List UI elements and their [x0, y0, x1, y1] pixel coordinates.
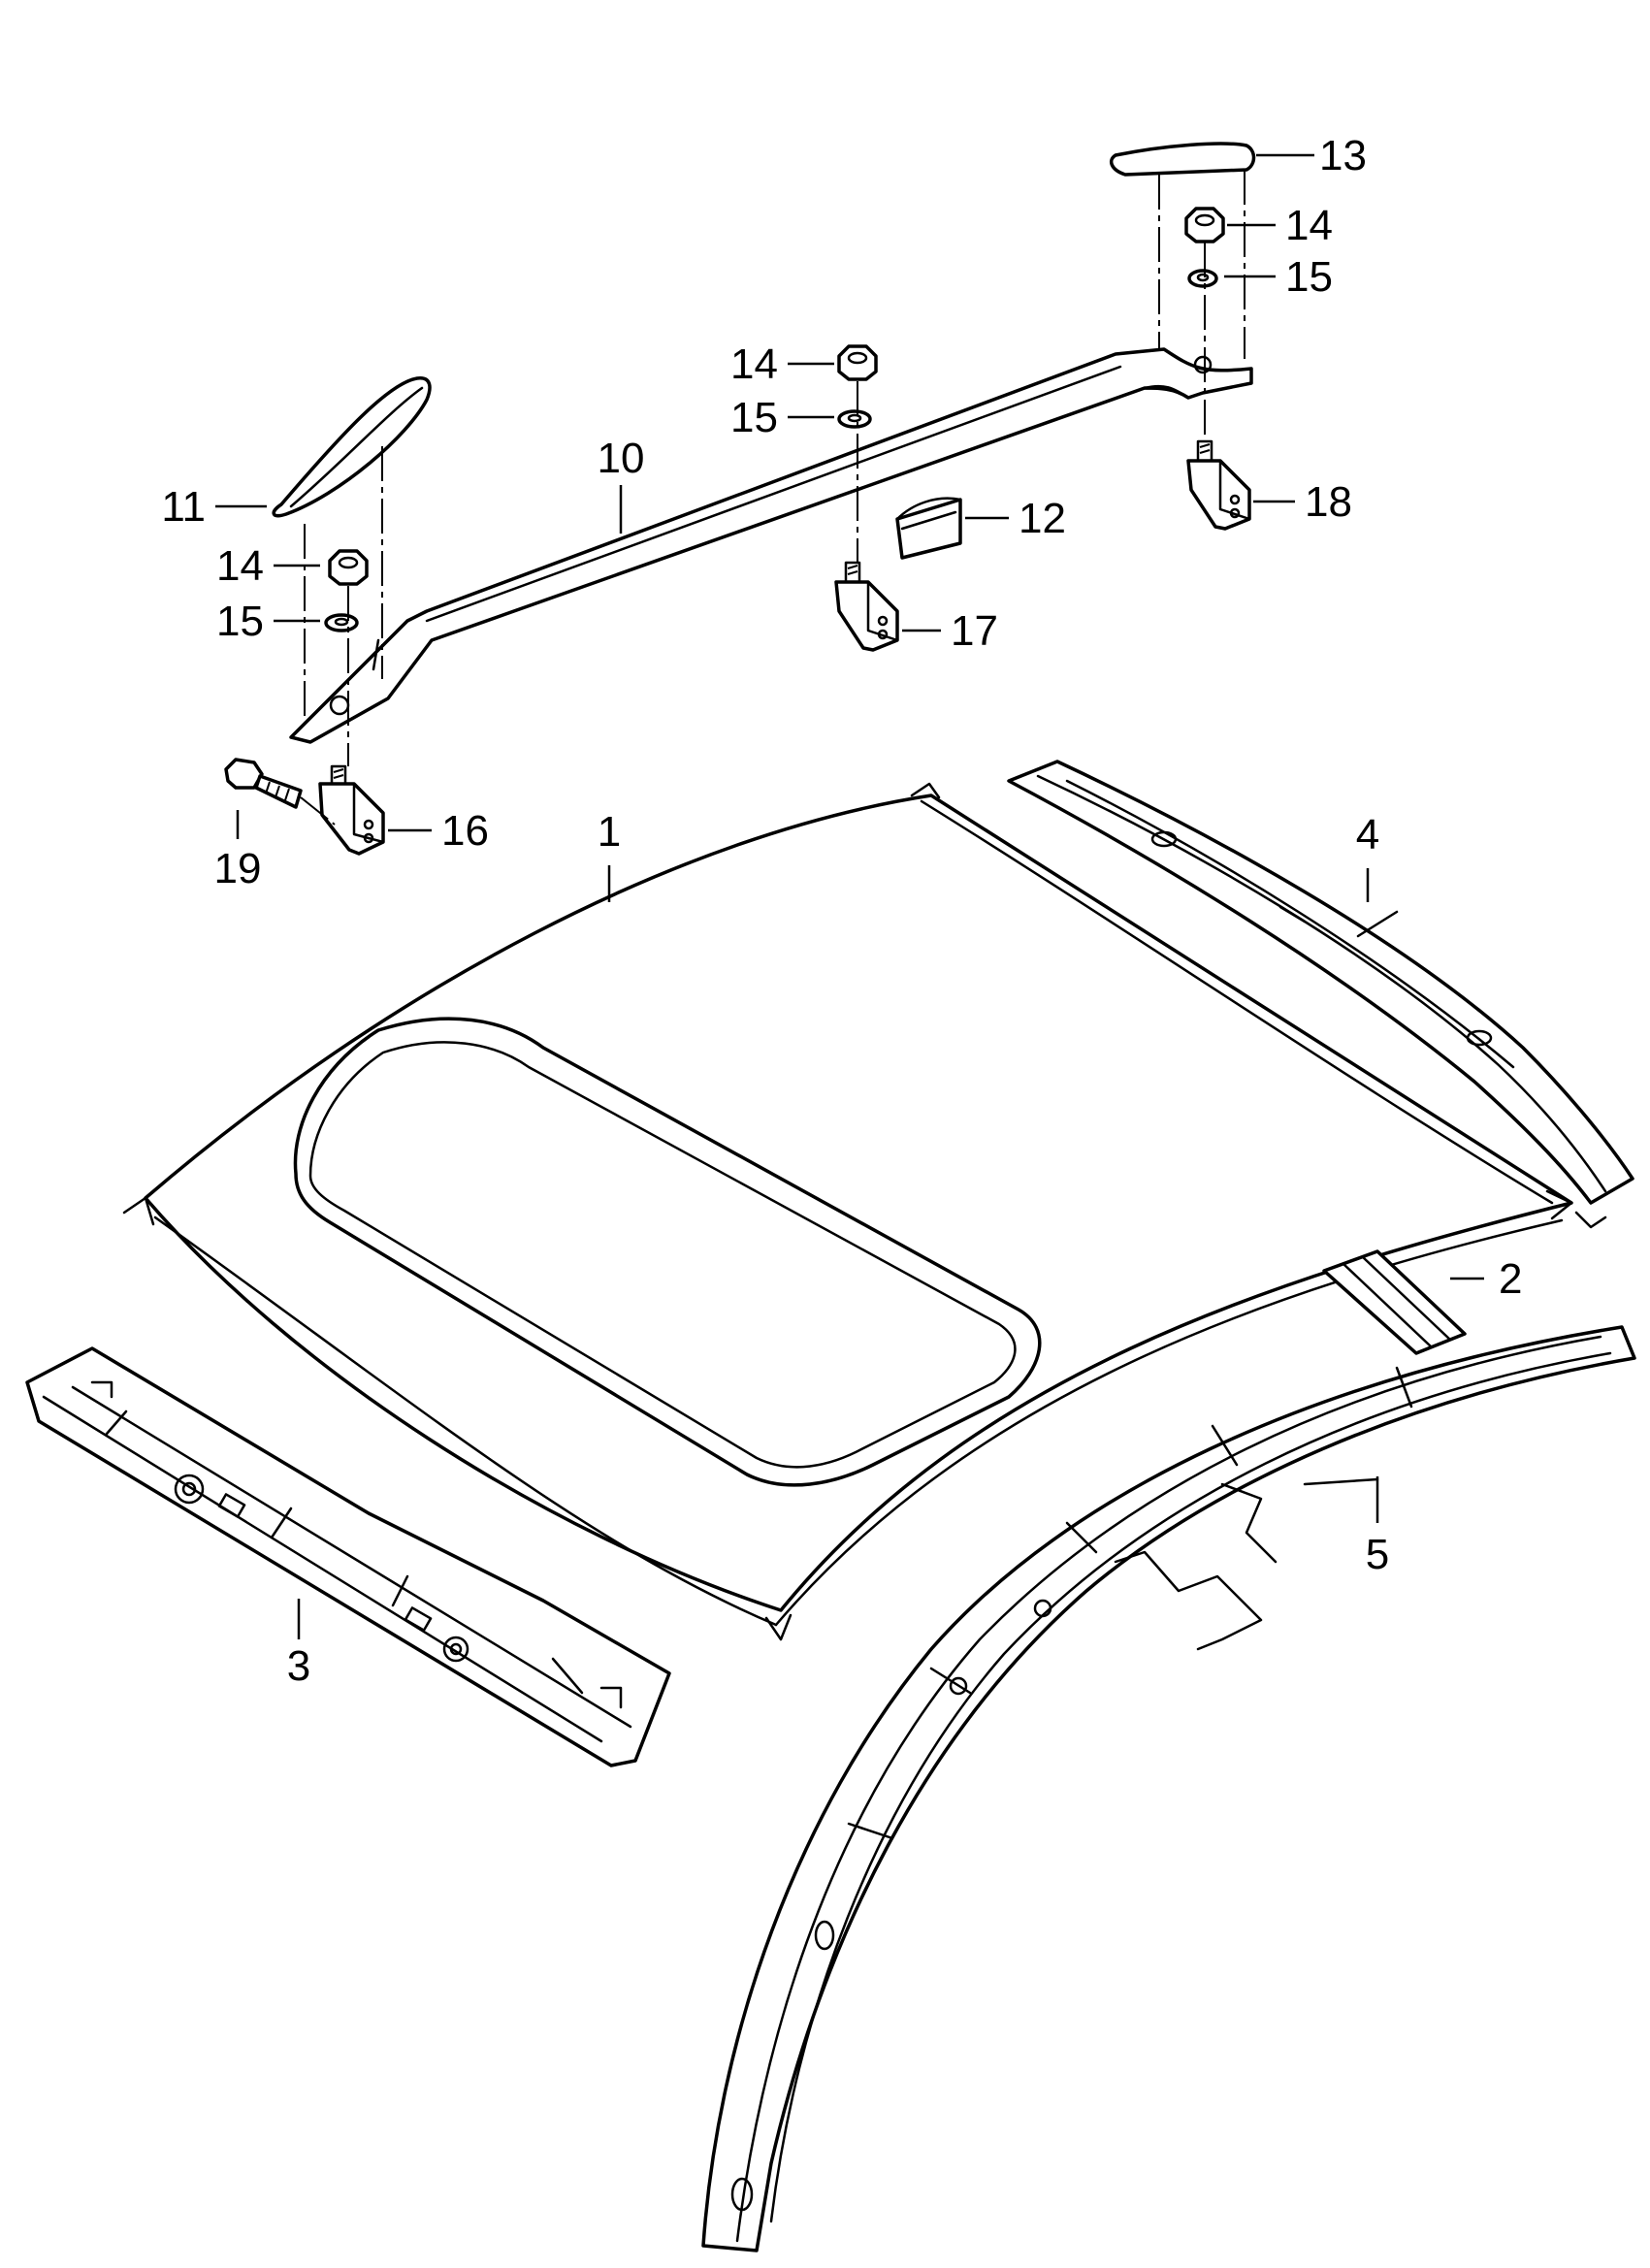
callout-19: 19 [214, 845, 262, 892]
callout-16: 16 [441, 807, 489, 855]
rear-cross-member [1322, 1249, 1467, 1355]
nut-left [328, 549, 369, 586]
callout-3: 3 [287, 1642, 310, 1690]
callout-11: 11 [161, 483, 206, 531]
callout-14-right: 14 [1285, 202, 1333, 249]
callout-17: 17 [951, 607, 998, 655]
sunroof-opening [293, 1017, 1042, 1487]
callouts: 1 2 3 4 5 10 11 12 13 14 14 14 15 15 15 … [161, 132, 1522, 1690]
right-roof-frame-strip [1007, 760, 1634, 1229]
bracket-left [318, 764, 385, 856]
washer-right [1187, 269, 1218, 288]
rail-end-cover-right [1109, 142, 1256, 177]
callout-15-left: 15 [216, 598, 264, 645]
callout-5: 5 [1366, 1531, 1389, 1578]
washer-middle [837, 409, 872, 429]
nut-right [1184, 207, 1225, 243]
leader-lines [215, 153, 1484, 1639]
callout-12: 12 [1019, 495, 1066, 542]
callout-13: 13 [1319, 132, 1367, 179]
nut-middle [837, 344, 878, 381]
front-cross-member [25, 1346, 671, 1767]
rail-end-cover-left [272, 376, 432, 518]
callout-2: 2 [1499, 1255, 1522, 1303]
callout-14-left: 14 [216, 542, 264, 590]
bolt [224, 758, 303, 809]
bracket-right [1186, 439, 1251, 531]
callout-14-middle: 14 [730, 340, 778, 388]
curved-side-rail [701, 1325, 1636, 2252]
callout-18: 18 [1305, 478, 1352, 526]
clip [895, 497, 962, 560]
callout-15-right: 15 [1285, 253, 1333, 301]
washer-left [324, 613, 359, 632]
callout-1: 1 [598, 808, 621, 856]
callout-4: 4 [1356, 811, 1379, 859]
assembly-lines [300, 170, 1246, 826]
roof-panel [122, 782, 1573, 1641]
callout-10: 10 [598, 435, 645, 482]
callout-15-middle: 15 [730, 394, 778, 441]
bracket-middle [834, 561, 899, 652]
